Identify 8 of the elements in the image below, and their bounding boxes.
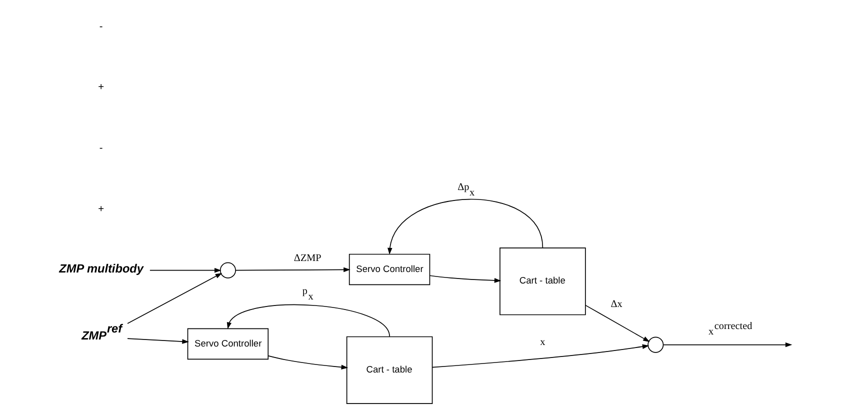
label: + (98, 204, 104, 216)
edge-label: ΔZMP (294, 253, 322, 264)
label: + (98, 82, 104, 94)
label: - (99, 143, 103, 154)
edge-label: Δx (610, 298, 622, 310)
label: - (99, 21, 103, 32)
edge-label: x (540, 336, 546, 348)
node-text: ZMP multibody (59, 262, 144, 276)
